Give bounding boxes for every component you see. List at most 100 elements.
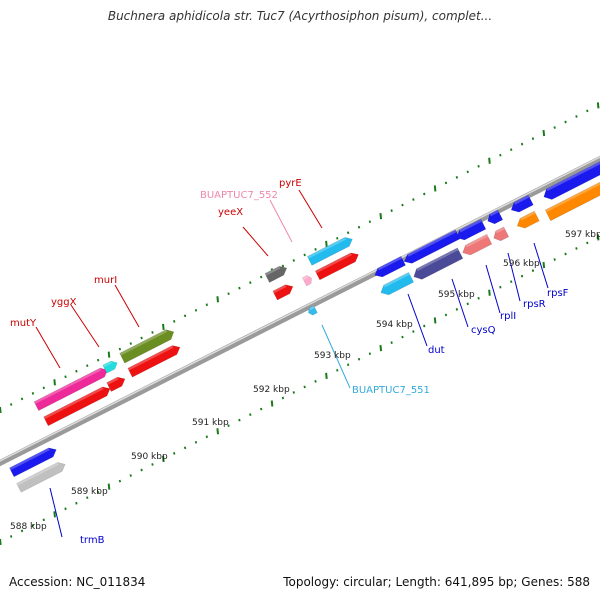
major-tick	[0, 406, 2, 414]
major-tick	[270, 400, 274, 407]
minor-tick	[520, 142, 524, 146]
gene-label-cysQ[interactable]: cysQ	[471, 325, 496, 336]
gene-rplI-cds[interactable]	[460, 233, 493, 257]
gene-rpsF[interactable]	[509, 194, 534, 215]
major-tick	[488, 157, 491, 164]
gene-trmB-cds[interactable]	[16, 460, 68, 493]
length-label: Length:	[395, 575, 441, 589]
gene-label-mutY[interactable]: mutY	[10, 318, 37, 329]
gene-rpsR-cds[interactable]	[491, 226, 510, 243]
leader-line	[407, 293, 428, 347]
minor-tick	[499, 285, 502, 289]
minor-tick	[260, 275, 263, 279]
gene-yeeX-cds[interactable]	[272, 282, 295, 301]
gene-rpsR[interactable]	[485, 209, 504, 226]
minor-tick	[151, 463, 154, 466]
minor-tick	[173, 320, 176, 323]
gene-label-yggX[interactable]: yggX	[51, 297, 77, 308]
major-tick	[433, 185, 437, 192]
minor-tick	[510, 148, 513, 152]
gene-label-rpsF[interactable]: rpsF	[547, 288, 569, 299]
minor-tick	[575, 115, 578, 118]
minor-tick	[227, 292, 230, 296]
genome-summary: Topology: circular; Length: 641,895 bp; …	[283, 575, 590, 589]
gene-yggX-cds[interactable]	[106, 374, 128, 392]
minor-tick	[520, 274, 524, 278]
gene-label-rpsR[interactable]: rpsR	[523, 299, 546, 310]
major-tick	[162, 455, 165, 463]
minor-tick	[346, 231, 350, 235]
gene-dut-cds[interactable]	[378, 271, 415, 297]
length-value: 641,895 bp;	[444, 575, 518, 589]
minor-tick	[42, 386, 45, 390]
gene-label-BUAPTUC7_551[interactable]: BUAPTUC7_551	[352, 385, 430, 396]
gene-mutY-cds[interactable]	[43, 384, 113, 427]
leader-line	[298, 189, 323, 229]
gene-label-trmB[interactable]: trmB	[80, 535, 105, 546]
gene-rpsF-cds[interactable]	[515, 210, 540, 231]
leader-line	[533, 242, 549, 289]
gene-yggX[interactable]	[102, 359, 120, 374]
gene-rpsF-neighbor[interactable]	[541, 159, 600, 202]
minor-tick	[455, 176, 459, 179]
gene-murI-cds[interactable]	[127, 343, 182, 378]
minor-tick	[227, 424, 230, 428]
major-tick	[162, 323, 165, 331]
minor-tick	[238, 286, 241, 290]
gene-label-pyrE[interactable]: pyrE	[279, 178, 302, 189]
minor-tick	[96, 358, 100, 362]
minor-tick	[31, 524, 35, 527]
minor-tick	[281, 264, 285, 268]
gene-label-BUAPTUC7_552[interactable]: BUAPTUC7_552	[200, 190, 278, 201]
gene-mutY[interactable]	[33, 365, 110, 412]
topology-label: Topology:	[283, 575, 340, 589]
gene-labels: mutY yggX murI yeeX BUAPTUC7_552 pyrE tr…	[10, 178, 569, 546]
minor-tick	[423, 324, 426, 328]
minor-tick	[86, 496, 89, 500]
minor-tick	[238, 418, 241, 422]
kbp-label: 592 kbp	[253, 385, 290, 395]
minor-tick	[466, 170, 469, 174]
minor-tick	[118, 479, 122, 483]
gene-BUAPTUC7_552[interactable]	[301, 274, 313, 287]
kbp-label: 594 kbp	[376, 320, 413, 330]
minor-tick	[20, 529, 24, 533]
gene-rpsF-neighbor-cds[interactable]	[544, 177, 600, 222]
gene-label-yeeX[interactable]: yeeX	[218, 207, 243, 218]
minor-tick	[303, 253, 306, 257]
minor-tick	[466, 302, 469, 306]
minor-tick	[10, 535, 13, 538]
minor-tick	[477, 164, 480, 168]
gene-murI[interactable]	[119, 327, 177, 364]
inner-tick-row	[0, 234, 600, 546]
minor-tick	[281, 396, 285, 400]
minor-tick	[586, 109, 589, 113]
minor-tick	[31, 392, 35, 395]
major-tick	[53, 511, 56, 518]
gene-BUAPTUC7_551[interactable]	[307, 305, 318, 317]
gene-yeeX[interactable]	[264, 264, 289, 283]
minor-tick	[205, 303, 209, 307]
major-tick	[542, 261, 546, 269]
gene-features[interactable]	[9, 159, 600, 493]
minor-tick	[20, 397, 24, 401]
gene-cysQ-cds[interactable]	[411, 247, 464, 282]
gene-pyrE-cds[interactable]	[314, 250, 361, 281]
kbp-label: 589 kbp	[71, 487, 108, 497]
gene-label-rplI[interactable]: rplI	[500, 311, 516, 322]
minor-tick	[412, 198, 415, 201]
minor-tick	[575, 247, 578, 250]
gene-rplI[interactable]	[454, 218, 487, 242]
gene-dut[interactable]	[372, 255, 406, 279]
gene-trmB[interactable]	[9, 445, 58, 478]
minor-tick	[357, 225, 361, 229]
label-leader-lines	[35, 189, 549, 538]
minor-tick	[183, 314, 187, 318]
gene-pyrE[interactable]	[306, 235, 354, 266]
gene-label-dut[interactable]: dut	[428, 345, 445, 356]
minor-tick	[42, 518, 45, 522]
kbp-label: 590 kbp	[131, 452, 168, 462]
minor-tick	[357, 357, 361, 361]
gene-label-murI[interactable]: murI	[94, 275, 117, 286]
